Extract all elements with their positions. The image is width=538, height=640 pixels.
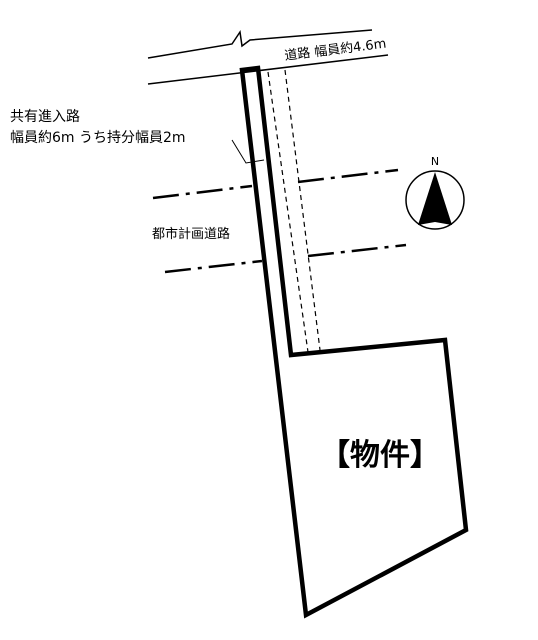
road-label: 道路 幅員約4.6m: [284, 36, 388, 64]
shared-access-label-line1: 共有進入路: [10, 109, 80, 125]
shared-access-leader-line: [231, 139, 265, 164]
shared-access-label-line2: 幅員約6m うち持分幅員2m: [10, 130, 186, 146]
planned-road-line-lower-left: [164, 259, 263, 274]
property-outline: [239, 65, 469, 619]
property-label: 【物件】: [320, 438, 440, 473]
planned-road-line-upper-left: [152, 184, 253, 200]
planned-road-line-upper-right: [297, 168, 399, 184]
road-upper-edge: [147, 29, 373, 59]
north-label: N: [431, 155, 439, 168]
north-arrow-right-half: [435, 172, 452, 225]
planned-road-line-lower-right: [307, 243, 407, 258]
road: [147, 29, 389, 85]
road-lower-edge: [147, 54, 389, 85]
shared-access-dashed-boundary: [267, 69, 321, 353]
north-arrow-left-half: [418, 172, 435, 225]
dashed-line-inner: [267, 71, 309, 353]
dashed-line-outer: [284, 69, 321, 351]
planned-road-lines: [152, 168, 407, 274]
planned-road-label: 都市計画道路: [152, 226, 230, 242]
north-arrow: N: [405, 155, 465, 230]
